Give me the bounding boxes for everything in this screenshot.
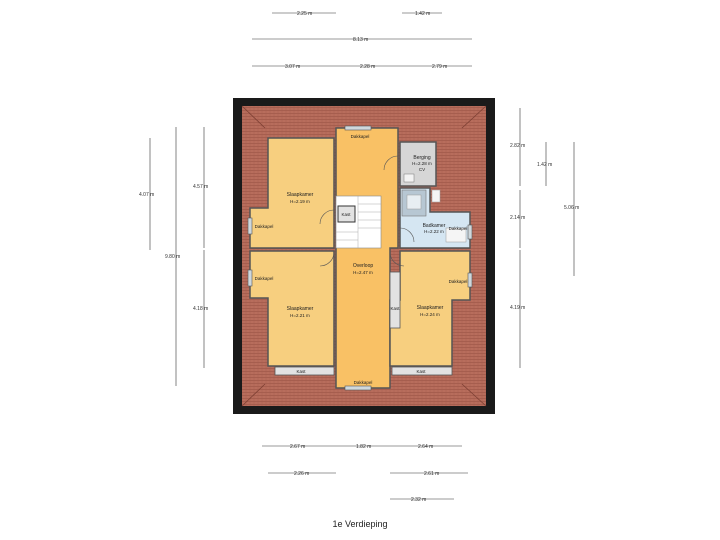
shower-tray [406, 194, 422, 210]
dakkapel-right-1-label: Dakkapel [449, 226, 468, 231]
dakkapel-right-2-label: Dakkapel [449, 279, 468, 284]
dim-top-1: 2.25 m [297, 11, 312, 17]
kast-center-label: Kast [341, 212, 351, 217]
room-landing [335, 127, 399, 389]
dim-bottom-4: 2.26 m [294, 471, 309, 477]
dimensions-right [519, 108, 575, 368]
kast-right-box [389, 271, 401, 329]
dim-bottom-2: 1.82 m [356, 444, 371, 450]
storage-cv: CV [419, 167, 425, 172]
sink [445, 227, 467, 243]
roof-hips [241, 105, 487, 407]
storage-name: Berging [413, 155, 430, 161]
dim-bottom-5: 2.61 m [424, 471, 439, 477]
dim-right-3: 5.06 m [564, 205, 579, 211]
dim-right-4: 2.14 m [510, 215, 525, 221]
dim-left-3: 4.57 m [193, 184, 208, 190]
dim-left-4: 4.18 m [193, 306, 208, 312]
dim-right-5: 4.19 m [510, 305, 525, 311]
dim-top-3: 8.13 m [353, 37, 368, 43]
landing-height: H=2.47 m [353, 270, 373, 275]
dakkapel-windows [247, 125, 473, 391]
dim-top-5: 2.28 m [360, 64, 375, 70]
dim-right-2: 1.42 m [537, 162, 552, 168]
kast-bottom-right-label: Kast [416, 369, 426, 374]
storage-height: H=2.28 m [412, 161, 432, 166]
bedroom-top-left-height: H=2.19 m [290, 199, 310, 204]
bedroom-top-left-name: Slaapkamer [287, 192, 314, 198]
room-bedroom-bottom-left [249, 250, 335, 367]
dim-bottom-6: 2.32 m [411, 497, 426, 503]
bedroom-right-height: H=2.24 m [420, 312, 440, 317]
bedroom-bottom-left-name: Slaapkamer [287, 306, 314, 312]
dimensions-left [149, 127, 205, 386]
bathroom-height: H=2.22 m [424, 229, 444, 234]
kast-center-box [337, 205, 356, 223]
dim-left-2: 9.80 m [165, 254, 180, 260]
bedroom-bottom-left-height: H=2.21 m [290, 313, 310, 318]
kast-bottom-left-box [274, 366, 335, 376]
floor-title: 1e Verdieping [332, 519, 388, 529]
dim-top-4: 3.07 m [285, 64, 300, 70]
dakkapel-top-label: Dakkapel [351, 134, 370, 139]
kast-bottom-left-label: Kast [296, 369, 306, 374]
dakkapel-left-2-label: Dakkapel [255, 276, 274, 281]
dim-bottom-3: 2.64 m [418, 444, 433, 450]
landing-name: Overloop [353, 263, 374, 269]
kast-right-label: Kast [390, 306, 400, 311]
stair-treads [336, 196, 381, 248]
dakkapel-left-1-label: Dakkapel [255, 224, 274, 229]
door-swings [319, 155, 415, 267]
dimensions-top [252, 12, 472, 67]
kast-bottom-right-box [391, 366, 453, 376]
dakkapel-bottom-label: Dakkapel [354, 380, 373, 385]
dimensions-bottom [262, 445, 468, 500]
dim-top-2: 1.42 m [415, 11, 430, 17]
dim-bottom-1: 2.67 m [290, 444, 305, 450]
dim-top-6: 2.79 m [432, 64, 447, 70]
bathroom-name: Badkamer [423, 223, 446, 229]
cv-unit [403, 173, 415, 183]
room-bedroom-top-left [249, 137, 335, 249]
bedroom-right-name: Slaapkamer [417, 305, 444, 311]
dim-right-1: 2.82 m [510, 143, 525, 149]
dim-left-1: 4.07 m [139, 192, 154, 198]
toilet [431, 189, 441, 203]
